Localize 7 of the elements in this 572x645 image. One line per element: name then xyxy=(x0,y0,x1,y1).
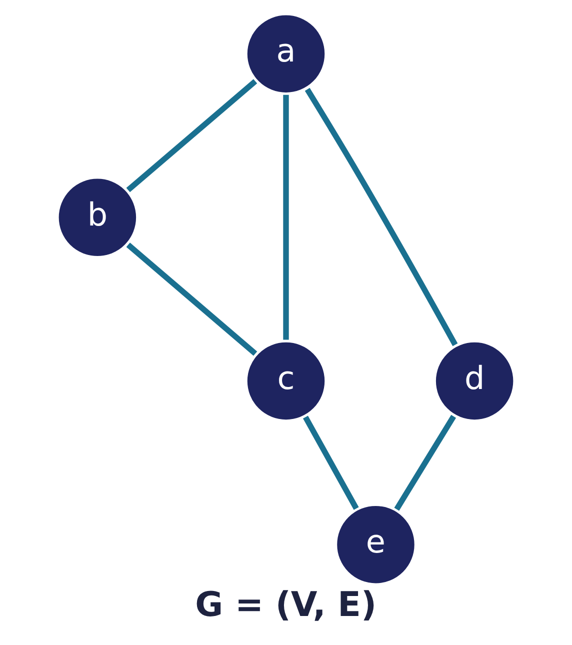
connector xyxy=(283,94,289,340)
connector xyxy=(126,242,258,356)
connector xyxy=(394,414,456,511)
caption: G = (V, E) xyxy=(195,585,377,626)
connector xyxy=(126,79,258,192)
connector xyxy=(304,88,458,346)
connector xyxy=(302,416,359,510)
